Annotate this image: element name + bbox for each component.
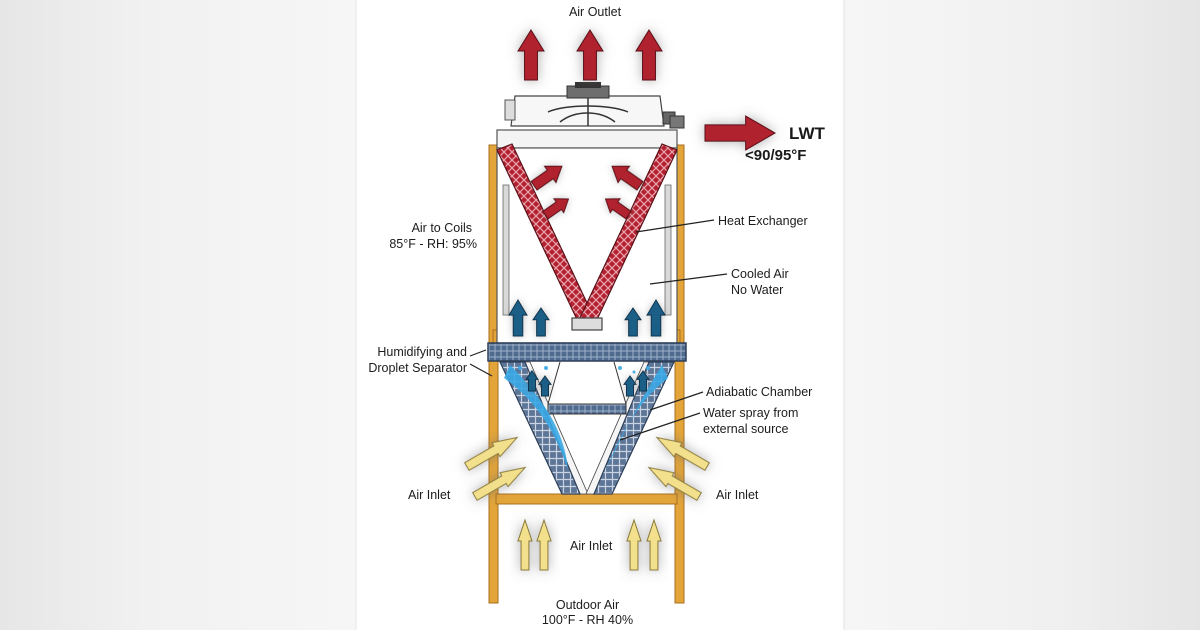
lwt-value-label: <90/95°F (745, 147, 807, 164)
cooled-air-label-line1: Cooled Air (731, 267, 789, 281)
chamber-air-arrow-4 (636, 370, 650, 392)
cooled-air-label-line2: No Water (731, 283, 784, 297)
air-outlet-arrow-3 (635, 29, 663, 81)
cooled-air-arrow-2 (532, 307, 550, 337)
coil-air-arrow-1 (530, 165, 563, 191)
inlet-air-arrow-bottom-3 (626, 518, 642, 571)
adiabatic-chamber-label: Adiabatic Chamber (706, 385, 813, 399)
chamber-air-arrow-2 (538, 375, 552, 397)
fan-icon (504, 82, 676, 127)
air-outlet-label: Air Outlet (568, 5, 622, 19)
air-to-coils-label-line2: 85°F - RH: 95% (389, 237, 477, 251)
heat-exchanger-coil (496, 143, 678, 331)
air-to-coils-label-line1: Air to Coils (411, 221, 472, 235)
outdoor-air-label-line2: 100°F - RH 40% (541, 613, 634, 627)
water-spray-label-line1: Water spray from (703, 406, 799, 420)
air-outlet-arrow-1 (517, 29, 545, 81)
inlet-air-arrow-bottom-2 (536, 518, 552, 571)
chamber-air-arrow-3 (623, 375, 637, 397)
droplet-separator (487, 342, 687, 362)
cooled-air-arrow-1 (508, 299, 528, 337)
air-outlet-arrow-2 (576, 29, 604, 81)
inlet-air-arrow-bottom-1 (517, 518, 533, 571)
lwt-title-label: LWT (789, 124, 825, 143)
chamber-air-arrow-1 (525, 370, 539, 392)
cooled-air-arrow-4 (646, 299, 666, 337)
water-outlet-pipe (669, 115, 685, 129)
humidifying-label-line2: Droplet Separator (368, 361, 467, 375)
inlet-air-arrow-bottom-4 (646, 518, 662, 571)
inlet-air-arrow-left-1 (464, 436, 519, 471)
air-inlet-bottom-label: Air Inlet (570, 539, 613, 553)
coil-air-arrow-4 (604, 198, 632, 220)
lwt-arrow (704, 115, 776, 151)
air-inlet-left-label: Air Inlet (408, 488, 451, 502)
heat-exchanger-label: Heat Exchanger (718, 214, 808, 228)
inlet-air-arrow-left-2 (472, 466, 527, 501)
water-spray-label-line2: external source (703, 422, 789, 436)
inlet-air-arrow-right-2 (647, 466, 702, 501)
humidifying-label-line1: Humidifying and (377, 345, 467, 359)
coil-air-arrow-2 (611, 165, 644, 191)
adiabatic-chamber (499, 361, 675, 495)
coil-air-arrow-3 (542, 198, 570, 220)
inlet-air-arrow-right-1 (655, 436, 710, 471)
outdoor-air-label-line1: Outdoor Air (555, 598, 620, 612)
air-inlet-right-label: Air Inlet (716, 488, 759, 502)
cooled-air-arrow-3 (624, 307, 642, 337)
